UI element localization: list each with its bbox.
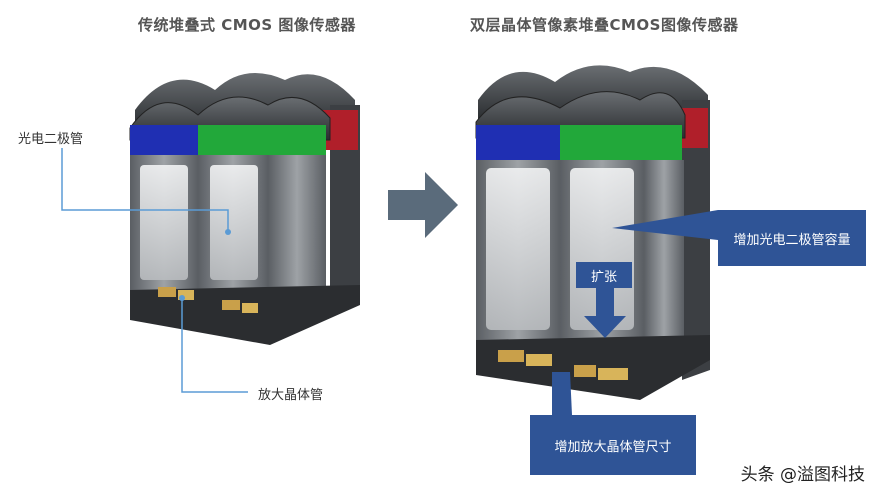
amp-leader: [181, 298, 248, 393]
left-green-filter: [198, 125, 326, 155]
right-amp-3: [574, 365, 596, 377]
right-pixel-3: [644, 160, 684, 340]
transition-arrow: [388, 172, 458, 238]
right-pd-window-2: [570, 168, 634, 330]
right-amp-2: [526, 354, 552, 366]
increase-amp-callout: 增加放大晶体管尺寸: [530, 415, 696, 475]
right-side-wall: [682, 100, 710, 380]
expand-label: 扩张: [576, 262, 632, 288]
right-sensor: [475, 65, 718, 415]
expand-arrow-shaft: [596, 288, 614, 316]
left-blue-filter: [130, 125, 198, 155]
amp-callout-pointer: [552, 372, 572, 415]
right-blue-filter: [476, 125, 560, 160]
photodiode-label: 光电二极管: [18, 132, 84, 147]
expand-arrow-head: [584, 316, 626, 338]
left-amp-2: [178, 290, 194, 300]
left-amp-1: [158, 287, 176, 297]
increase-pd-callout: 增加光电二极管容量: [718, 210, 866, 266]
left-amp-3: [222, 300, 240, 310]
right-green-filter: [560, 125, 682, 160]
left-amp-4: [242, 303, 258, 313]
pd-callout-pointer: [612, 210, 718, 240]
right-pd-window-1: [486, 168, 550, 330]
left-title: 传统堆叠式 CMOS 图像传感器: [138, 16, 356, 34]
watermark: 头条 @溢图科技: [740, 465, 865, 485]
right-amp-1: [498, 350, 524, 362]
photodiode-leader: [61, 148, 229, 232]
left-pixel-3: [268, 155, 326, 290]
left-pd-window-1: [140, 165, 188, 280]
right-title: 双层晶体管像素堆叠CMOS图像传感器: [470, 16, 739, 34]
left-sensor: [61, 72, 360, 393]
left-pd-window-2: [210, 165, 258, 280]
right-amp-4: [598, 368, 628, 380]
left-side-wall: [330, 105, 360, 300]
amp-transistor-label: 放大晶体管: [258, 388, 324, 403]
